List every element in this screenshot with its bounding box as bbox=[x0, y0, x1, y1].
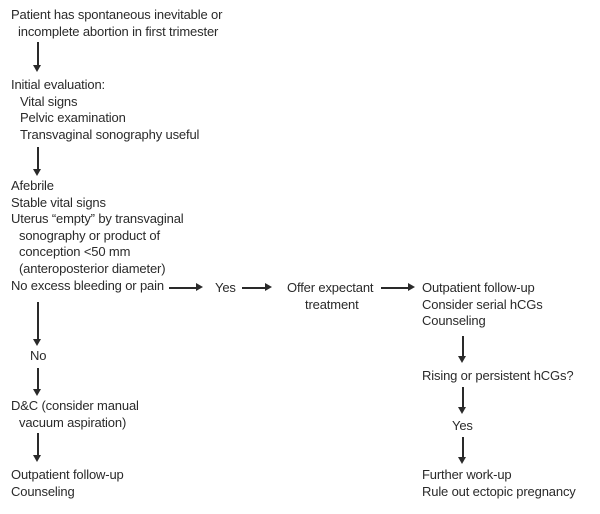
node-dc-procedure: D&C (consider manual vacuum aspiration) bbox=[11, 398, 139, 431]
arrow-expectant-to-followup bbox=[381, 284, 415, 291]
node-assessment-line: No excess bleeding or pain bbox=[11, 277, 164, 293]
node-dc-followup-line: Counseling bbox=[11, 483, 75, 499]
node-dc-procedure-line: vacuum aspiration) bbox=[19, 414, 127, 430]
node-offer-expectant-line: Offer expectant bbox=[287, 280, 374, 295]
node-rising-hcgs-question: Rising or persistent hCGs? bbox=[422, 368, 574, 383]
node-patient-line: Patient has spontaneous inevitable or bbox=[11, 7, 223, 22]
node-dc-procedure-line: D&C (consider manual bbox=[11, 398, 139, 413]
arrow-evaluation-to-assessment bbox=[34, 147, 41, 176]
node-dc-followup: Outpatient follow-up Counseling bbox=[11, 467, 124, 500]
node-assessment-line: Afebrile bbox=[11, 178, 54, 193]
node-initial-evaluation-item: Vital signs bbox=[20, 93, 78, 109]
label-yes-expectant: Yes bbox=[215, 280, 236, 295]
arrow-assessment-to-yes bbox=[169, 284, 203, 291]
arrow-followup-to-rising bbox=[459, 336, 466, 363]
node-initial-evaluation-item: Transvaginal sonography useful bbox=[20, 126, 200, 142]
node-ectopic-workup-line: Further work-up bbox=[422, 467, 512, 482]
arrow-yes-to-workup bbox=[459, 437, 466, 464]
node-assessment-line: sonography or product of bbox=[19, 227, 160, 243]
node-assessment-line: Uterus “empty” by transvaginal bbox=[11, 211, 184, 227]
node-expectant-followup-line: Counseling bbox=[422, 313, 486, 329]
node-offer-expectant-line: treatment bbox=[305, 296, 359, 312]
arrow-yes-to-expectant bbox=[242, 284, 272, 291]
node-dc-followup-line: Outpatient follow-up bbox=[11, 467, 124, 482]
node-expectant-followup: Outpatient follow-up Consider serial hCG… bbox=[422, 280, 543, 330]
node-assessment-line: (anteroposterior diameter) bbox=[19, 260, 166, 276]
node-offer-expectant: Offer expectant treatment bbox=[287, 280, 374, 313]
arrow-dc-to-followup bbox=[34, 433, 41, 462]
node-patient-line: incomplete abortion in first trimester bbox=[18, 23, 219, 39]
node-patient-presentation: Patient has spontaneous inevitable or in… bbox=[11, 7, 222, 40]
label-yes-rising: Yes bbox=[452, 418, 473, 433]
arrow-assessment-to-no bbox=[34, 302, 41, 346]
node-expectant-followup-line: Outpatient follow-up bbox=[422, 280, 535, 295]
node-assessment-line: Stable vital signs bbox=[11, 194, 106, 210]
node-assessment-line: conception <50 mm bbox=[19, 244, 131, 260]
node-initial-evaluation-heading: Initial evaluation: bbox=[11, 77, 105, 92]
node-ectopic-workup-line: Rule out ectopic pregnancy bbox=[422, 483, 576, 499]
node-ectopic-workup: Further work-up Rule out ectopic pregnan… bbox=[422, 467, 576, 500]
node-assessment-criteria: Afebrile Stable vital signs Uterus “empt… bbox=[11, 178, 184, 294]
node-initial-evaluation-item: Pelvic examination bbox=[20, 110, 126, 126]
node-initial-evaluation: Initial evaluation: Vital signs Pelvic e… bbox=[11, 77, 199, 143]
label-no-branch: No bbox=[30, 348, 47, 363]
arrow-patient-to-evaluation bbox=[34, 42, 41, 72]
arrow-rising-to-yes bbox=[459, 387, 466, 414]
node-expectant-followup-line: Consider serial hCGs bbox=[422, 296, 543, 312]
arrow-no-to-dc bbox=[34, 368, 41, 396]
